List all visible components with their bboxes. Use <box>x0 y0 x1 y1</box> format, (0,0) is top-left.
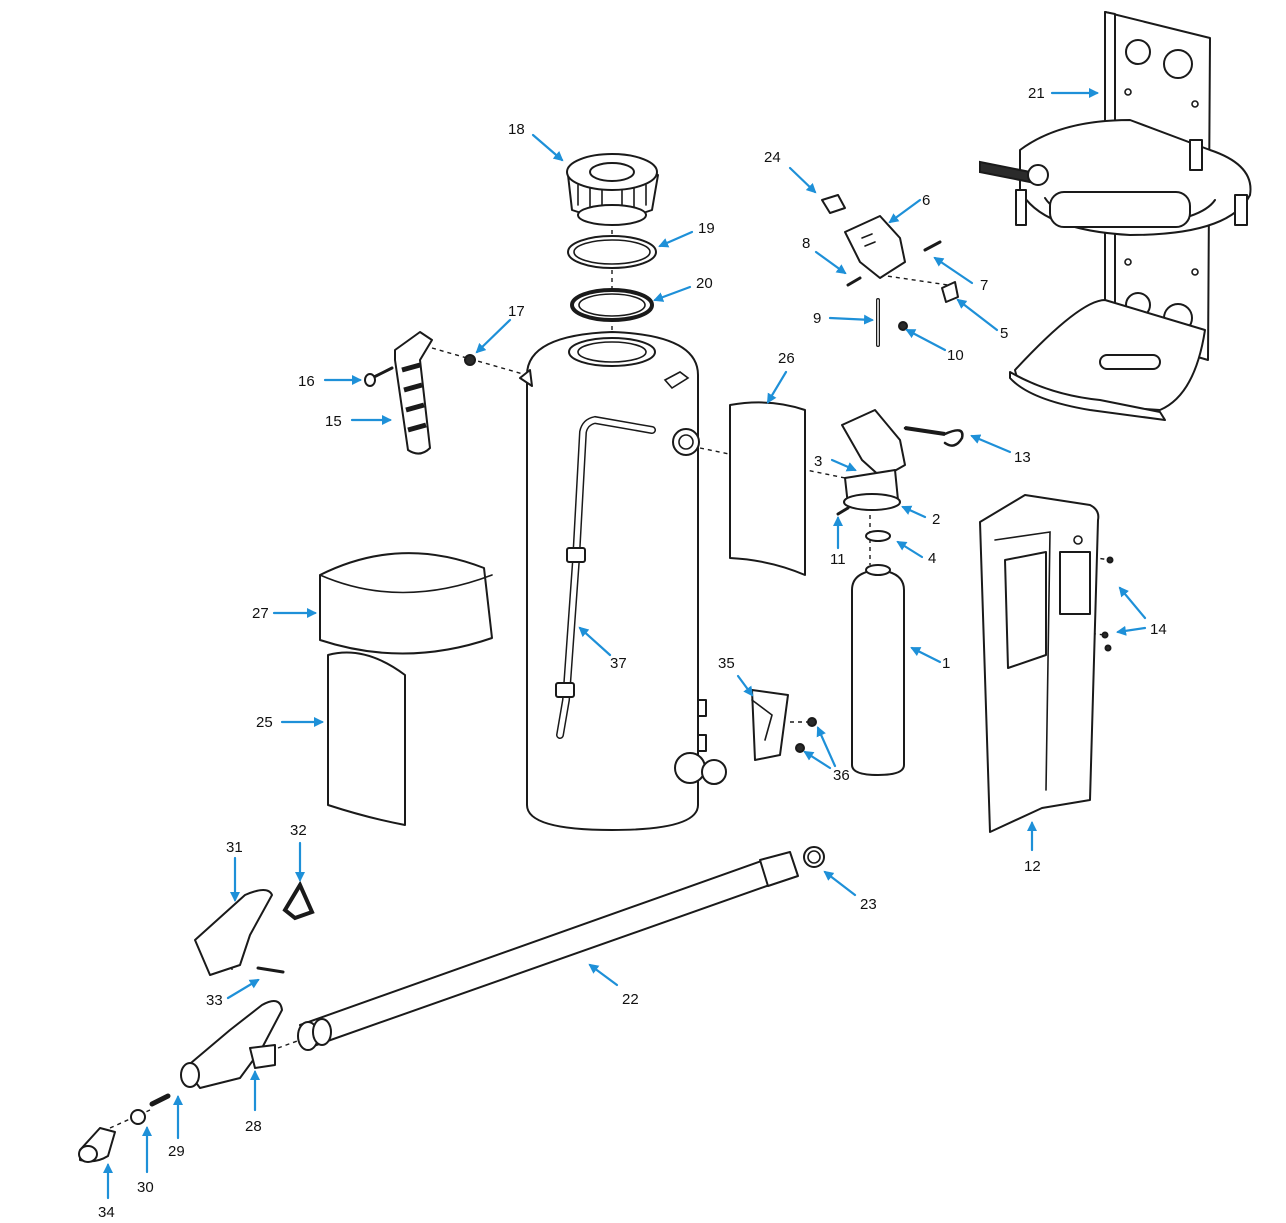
nozzle-tip <box>78 1127 116 1163</box>
callout-7: 7 <box>980 277 988 294</box>
callout-arrows <box>103 88 1147 1200</box>
hose-o-ring <box>803 846 825 868</box>
callout-1: 1 <box>942 655 950 672</box>
lever-pivot-pin <box>256 966 285 974</box>
nozzle-body <box>180 1000 283 1089</box>
callout-35: 35 <box>718 655 735 672</box>
callout-16: 16 <box>298 373 315 390</box>
callout-14: 14 <box>1150 621 1167 638</box>
nozzle-lever <box>194 889 273 976</box>
wall-bracket <box>979 11 1252 421</box>
clip-screws <box>795 717 817 753</box>
callout-5: 5 <box>1000 325 1008 342</box>
callout-6: 6 <box>922 192 930 209</box>
valve-link <box>941 281 959 303</box>
callout-18: 18 <box>508 121 525 138</box>
callout-34: 34 <box>98 1204 115 1221</box>
callout-36: 36 <box>833 767 850 784</box>
callout-4: 4 <box>928 550 936 567</box>
callout-32: 32 <box>290 822 307 839</box>
lever-pin <box>923 240 942 252</box>
callout-8: 8 <box>802 235 810 252</box>
side-shield <box>979 494 1100 833</box>
tank-label-upper <box>729 401 806 576</box>
safety-pin <box>903 426 964 447</box>
callout-21: 21 <box>1028 85 1045 102</box>
callout-27: 27 <box>252 605 269 622</box>
lever-spring-clip <box>282 880 315 921</box>
callout-13: 13 <box>1014 449 1031 466</box>
callout-33: 33 <box>206 992 223 1009</box>
valve-cover-cap <box>821 194 846 214</box>
callout-9: 9 <box>813 310 821 327</box>
callout-22: 22 <box>622 991 639 1008</box>
valve-washer <box>865 530 891 542</box>
nozzle-screw <box>149 1093 171 1107</box>
callout-31: 31 <box>226 839 243 856</box>
nozzle-washer <box>130 1109 146 1125</box>
valve-assembly <box>841 409 906 511</box>
siphon-tube <box>555 415 656 739</box>
callout-28: 28 <box>245 1118 262 1135</box>
gas-cartridge <box>851 564 905 776</box>
callout-29: 29 <box>168 1143 185 1160</box>
stem-spring <box>898 321 908 331</box>
callout-11: 11 <box>830 551 846 568</box>
main-tank <box>519 331 727 831</box>
shield-screws <box>1101 556 1114 652</box>
valve-lever <box>844 215 906 279</box>
valve-small-screw <box>836 506 850 516</box>
fill-cap <box>566 153 659 226</box>
pivot-pin <box>846 276 862 287</box>
callout-10: 10 <box>947 347 964 364</box>
tank-label-lower <box>327 651 406 826</box>
callout-23: 23 <box>860 896 877 913</box>
callout-20: 20 <box>696 275 713 292</box>
callout-17: 17 <box>508 303 525 320</box>
handle-nut <box>464 354 476 366</box>
callout-26: 26 <box>778 350 795 367</box>
hose-clip <box>751 689 789 761</box>
cap-o-ring <box>570 288 654 322</box>
callout-19: 19 <box>698 220 715 237</box>
callout-2: 2 <box>932 511 940 528</box>
callout-25: 25 <box>256 714 273 731</box>
callout-24: 24 <box>764 149 781 166</box>
callout-30: 30 <box>137 1179 154 1196</box>
cap-gasket-ring <box>567 235 657 269</box>
handle-screw <box>364 366 394 387</box>
carry-handle <box>394 331 433 455</box>
tank-band <box>319 552 493 655</box>
callout-3: 3 <box>814 453 822 470</box>
discharge-hose <box>297 851 799 1051</box>
callout-37: 37 <box>610 655 627 672</box>
callout-labels: 1 2 3 4 5 6 7 8 9 10 11 12 13 14 15 16 1… <box>98 85 1167 1221</box>
callout-12: 12 <box>1024 858 1041 875</box>
callout-15: 15 <box>325 413 342 430</box>
